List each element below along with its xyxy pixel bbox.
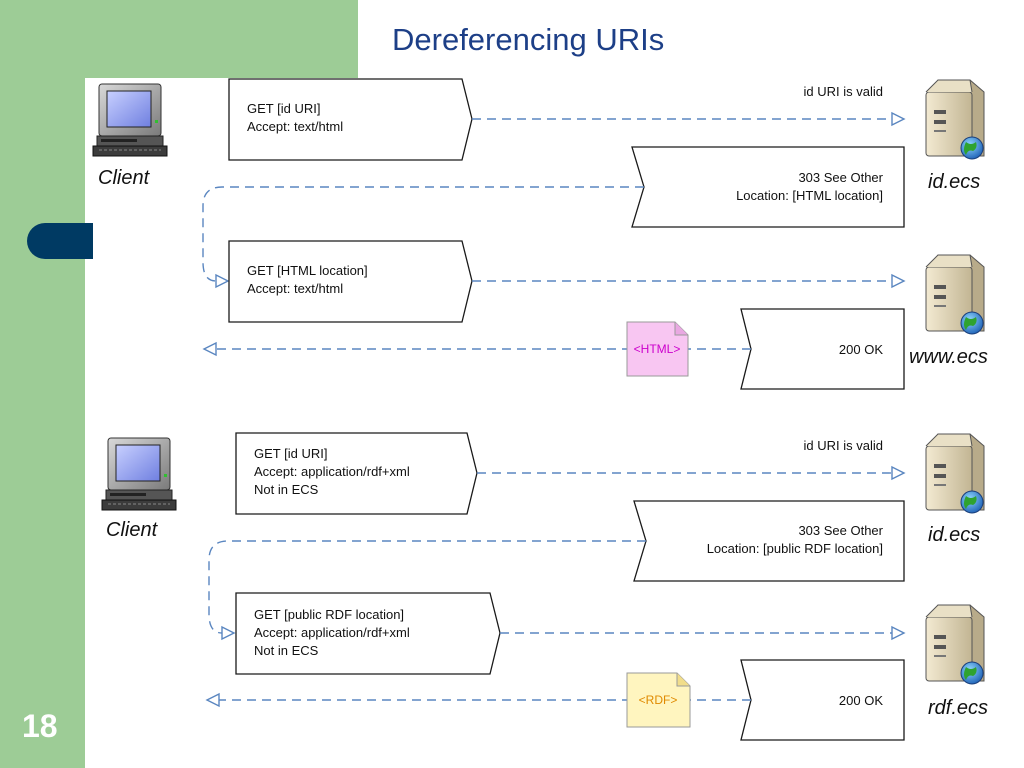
arrowhead [891,625,906,641]
response-line: 200 OK [839,342,883,357]
arrowhead [215,273,230,289]
response-line: Location: [public RDF location] [707,541,883,556]
sidebar-top-band [85,0,358,78]
request-line: Not in ECS [254,482,319,497]
slide-title: Dereferencing URIs [392,22,665,57]
arrowhead [221,625,236,641]
request-line: Accept: text/html [247,281,343,296]
request-line: Accept: text/html [247,119,343,134]
html-document-icon [626,321,689,377]
request-line: GET [HTML location] [247,263,368,278]
arrowhead [202,341,217,357]
request-line: Accept: application/rdf+xml [254,625,410,640]
request-box [228,78,473,161]
server-label: id.ecs [928,524,980,546]
client-label: Client [98,167,151,189]
client-computer-icon [101,437,177,511]
response-box [633,500,905,582]
request-box [228,240,473,323]
document-label: <RDF> [639,693,678,707]
scenario-rdf: Client GET [id URI] Accept: application/… [101,432,988,741]
server-label: www.ecs [909,346,988,368]
request-line: Accept: application/rdf+xml [254,464,410,479]
client-label: Client [106,519,159,541]
request-line: GET [public RDF location] [254,607,404,622]
redirect-arrow [208,540,646,634]
server-icon [925,433,985,514]
server-icon [925,604,985,685]
response-line: Location: [HTML location] [736,188,883,203]
nav-indicator [27,223,93,259]
response-box [740,659,905,741]
request-line: Not in ECS [254,643,319,658]
request-box [235,592,501,675]
arrowhead [891,465,906,481]
client-computer-icon [92,83,168,157]
server-label: rdf.ecs [928,697,988,719]
server-label: id.ecs [928,171,980,193]
arrowhead [205,692,220,708]
response-line: 303 See Other [798,170,883,185]
request-line: GET [id URI] [247,101,320,116]
server-icon [925,79,985,160]
redirect-arrow [202,186,644,282]
response-line: 303 See Other [798,523,883,538]
rdf-document-icon [626,672,691,728]
scenario-html: Client GET [id URI] Accept: text/html id… [92,78,988,390]
arrowhead [891,273,906,289]
valid-note: id URI is valid [804,438,883,453]
request-box [235,432,478,515]
response-box [740,308,905,390]
response-line: 200 OK [839,693,883,708]
document-label: <HTML> [634,342,681,356]
page-number: 18 [22,708,58,744]
request-line: GET [id URI] [254,446,327,461]
sidebar-strip [0,0,85,768]
valid-note: id URI is valid [804,84,883,99]
response-box [631,146,905,228]
arrowhead [891,111,906,127]
server-icon [925,254,985,335]
